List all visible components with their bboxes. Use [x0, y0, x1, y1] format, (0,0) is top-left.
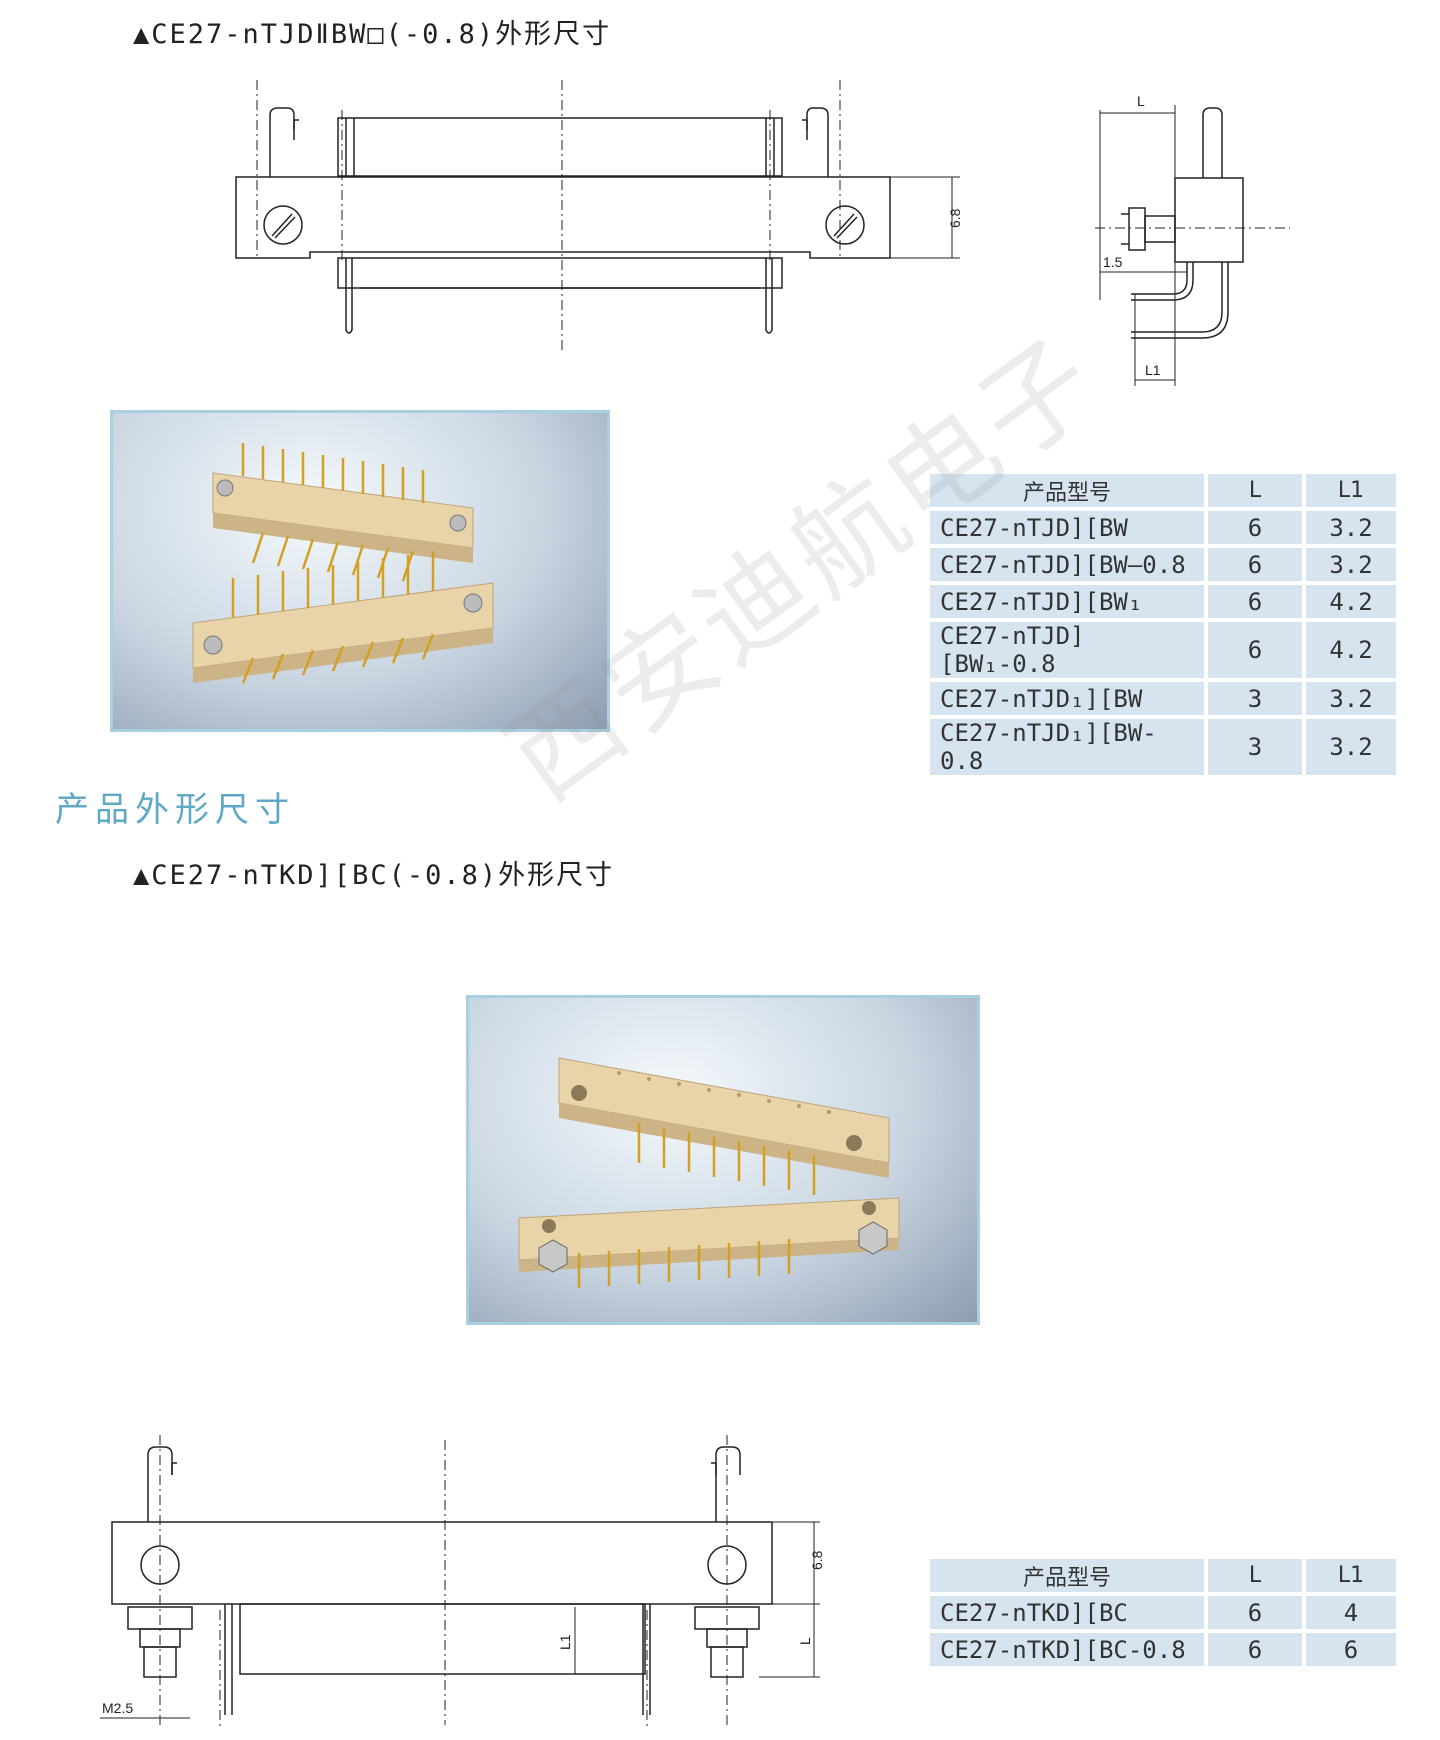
cell-model: CE27-nTJD₁][BW-0.8: [930, 719, 1204, 775]
table-row: CE27-nTJD₁][BW-0.8 3 3.2: [930, 719, 1396, 775]
section1-spec-table: 产品型号 L L1 CE27-nTJD][BW 6 3.2 CE27-nTJD]…: [926, 470, 1400, 779]
header-model: 产品型号: [930, 1559, 1204, 1592]
section1-dim-height-label: 6.8: [947, 208, 963, 228]
section1-dim-L1-label: L1: [1145, 362, 1161, 378]
section1-dim-L-label: L: [1137, 93, 1145, 109]
section2-dim-L-label: L: [797, 1637, 813, 1645]
table-row: CE27-nTKD][BC-0.8 6 6: [930, 1633, 1396, 1666]
section2-front-view-drawing: 6.8 L1 L M2.5: [100, 1435, 825, 1730]
connector-render-image-2: [518, 1057, 900, 1288]
cell-model: CE27-nTKD][BC-0.8: [930, 1633, 1204, 1666]
section2-dim-L1-label: L1: [557, 1634, 573, 1650]
cell-model: CE27-nTJD][BW₁-0.8: [930, 622, 1204, 678]
cell-L1: 4.2: [1306, 585, 1396, 618]
cell-model: CE27-nTJD][BW₁: [930, 585, 1204, 618]
cell-L: 6: [1208, 585, 1302, 618]
section1-product-photo: [110, 410, 610, 732]
table-row: CE27-nTJD][BW—0.8 6 3.2: [930, 548, 1396, 581]
cell-L1: 3.2: [1306, 719, 1396, 775]
header-L1: L1: [1306, 474, 1396, 507]
section-title: 产品外形尺寸: [55, 790, 295, 830]
table-header-row: 产品型号 L L1: [930, 1559, 1396, 1592]
cell-L: 3: [1208, 719, 1302, 775]
cell-L: 6: [1208, 1633, 1302, 1666]
section2-product-photo: [466, 995, 980, 1325]
table-row: CE27-nTJD][BW₁ 6 4.2: [930, 585, 1396, 618]
table-row: CE27-nTJD][BW₁-0.8 6 4.2: [930, 622, 1396, 678]
section1-front-view-drawing: 6.8: [235, 80, 963, 350]
header-L: L: [1208, 474, 1302, 507]
cell-L: 6: [1208, 548, 1302, 581]
section2-dim-height-label: 6.8: [809, 1550, 825, 1570]
cell-L1: 3.2: [1306, 548, 1396, 581]
section2-heading: ▲CE27-nTKD][BC(-0.8)外形尺寸: [133, 860, 615, 891]
cell-L1: 6: [1306, 1633, 1396, 1666]
header-L1: L1: [1306, 1559, 1396, 1592]
cell-L: 3: [1208, 682, 1302, 715]
connector-render-image-1: [192, 443, 494, 684]
section1-side-view-drawing: L 1.5 L1: [1095, 93, 1290, 386]
table-row: CE27-nTKD][BC 6 4: [930, 1596, 1396, 1629]
table-header-row: 产品型号 L L1: [930, 474, 1396, 507]
cell-model: CE27-nTJD][BW: [930, 511, 1204, 544]
table-row: CE27-nTJD][BW 6 3.2: [930, 511, 1396, 544]
cell-L: 6: [1208, 622, 1302, 678]
table-row: CE27-nTJD₁][BW 3 3.2: [930, 682, 1396, 715]
cell-L: 6: [1208, 1596, 1302, 1629]
cell-L1: 3.2: [1306, 682, 1396, 715]
section2-spec-table: 产品型号 L L1 CE27-nTKD][BC 6 4 CE27-nTKD][B…: [926, 1555, 1400, 1670]
cell-L1: 3.2: [1306, 511, 1396, 544]
section2-dim-thread-label: M2.5: [102, 1700, 133, 1716]
cell-model: CE27-nTJD][BW—0.8: [930, 548, 1204, 581]
cell-model: CE27-nTJD₁][BW: [930, 682, 1204, 715]
cell-L1: 4: [1306, 1596, 1396, 1629]
cell-model: CE27-nTKD][BC: [930, 1596, 1204, 1629]
section1-heading: ▲CE27-nTJDⅡBW□(-0.8)外形尺寸: [133, 19, 612, 50]
header-L: L: [1208, 1559, 1302, 1592]
cell-L1: 4.2: [1306, 622, 1396, 678]
header-model: 产品型号: [930, 474, 1204, 507]
section1-dim-1-5-label: 1.5: [1103, 254, 1123, 270]
cell-L: 6: [1208, 511, 1302, 544]
